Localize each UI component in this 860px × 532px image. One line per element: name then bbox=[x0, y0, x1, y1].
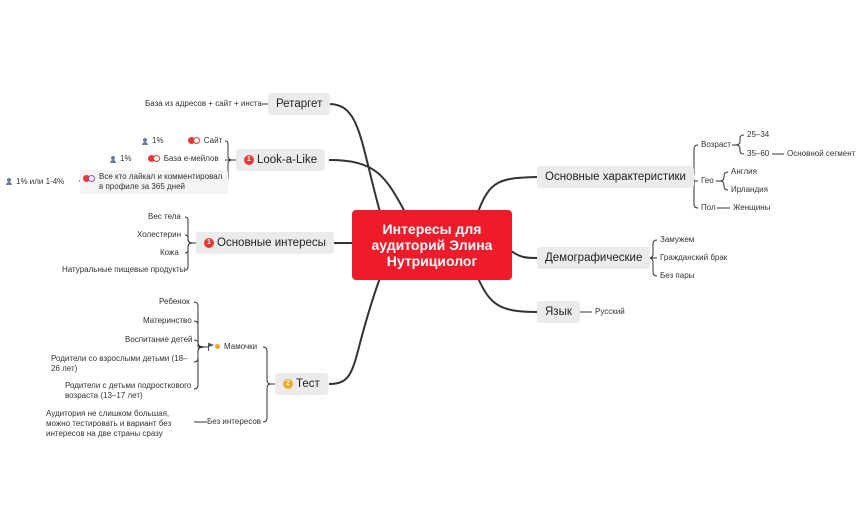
characteristic-geo[interactable]: Гео bbox=[701, 176, 714, 186]
lookalike-percent-range-label: 1% или 1-4% bbox=[16, 177, 65, 186]
gender-women[interactable]: Женщины bbox=[733, 203, 771, 213]
demographics-single[interactable]: Без пары bbox=[660, 271, 695, 281]
topic-retarget[interactable]: Ретаргет bbox=[268, 93, 331, 115]
interest-cholesterol[interactable]: Холестерин bbox=[137, 230, 181, 240]
topic-main-characteristics[interactable]: Основные характеристики bbox=[537, 166, 694, 188]
topic-demographics[interactable]: Демографические bbox=[537, 247, 651, 269]
user-icon bbox=[142, 137, 148, 145]
moms-teen-children[interactable]: Родители с детьми подросткового возраста… bbox=[65, 381, 192, 401]
age-25-34[interactable]: 25–34 bbox=[747, 130, 770, 140]
interest-skin[interactable]: Кожа bbox=[160, 248, 179, 258]
language-russian[interactable]: Русский bbox=[595, 307, 625, 317]
priority-1-icon: 1 bbox=[204, 237, 214, 248]
moms-parenting[interactable]: Воспитание детей bbox=[125, 335, 193, 345]
retarget-base[interactable]: База из адресов + сайт + инста bbox=[145, 99, 262, 109]
topic-interests-label: Основные интересы bbox=[217, 237, 326, 249]
user-icon bbox=[110, 155, 116, 163]
lookalike-likes[interactable]: Все кто лайкал и комментировал в профиле… bbox=[80, 170, 228, 194]
lookalike-emails-percent: 1% bbox=[120, 154, 132, 164]
geo-ireland[interactable]: Ирландия bbox=[731, 185, 768, 195]
moms-maternity[interactable]: Материнство bbox=[143, 316, 192, 326]
tag-pair-icon bbox=[147, 154, 160, 164]
flag-icon bbox=[208, 342, 220, 351]
topic-retarget-label: Ретаргет bbox=[276, 98, 323, 110]
topic-language[interactable]: Язык bbox=[537, 301, 580, 323]
root-topic[interactable]: Интересы для аудиторий Элина Нутрициолог bbox=[352, 210, 512, 280]
characteristic-gender[interactable]: Пол bbox=[701, 203, 716, 213]
topic-language-label: Язык bbox=[545, 306, 572, 318]
lookalike-emails[interactable]: 1% База е-мейлов bbox=[110, 154, 219, 165]
lookalike-site-percent: 1% bbox=[152, 136, 164, 146]
lookalike-emails-label: База е-мейлов bbox=[163, 154, 219, 164]
lookalike-percent-range: 1% или 1-4% bbox=[6, 177, 65, 187]
topic-test-label: Тест bbox=[296, 378, 320, 390]
topic-lookalike-label: Look-a-Like bbox=[257, 154, 318, 166]
characteristic-age[interactable]: Возраст bbox=[701, 140, 731, 150]
test-no-interests[interactable]: Без интересов bbox=[207, 417, 262, 427]
age-35-60[interactable]: 35–60 bbox=[747, 149, 770, 159]
lookalike-likes-label: Все кто лайкал и комментировал в профиле… bbox=[99, 172, 223, 191]
interest-natural-food[interactable]: Натуральные пищевые продукты bbox=[62, 265, 186, 275]
no-interests-note[interactable]: Аудитория не слишком большая, можно тест… bbox=[46, 409, 192, 439]
demographics-civil-marriage[interactable]: Гражданский брак bbox=[660, 253, 728, 263]
user-icon bbox=[6, 178, 12, 186]
age-main-segment[interactable]: Основной сегмент bbox=[787, 149, 856, 159]
moms-child[interactable]: Ребенок bbox=[159, 297, 190, 307]
test-moms[interactable]: Мамочки bbox=[208, 342, 258, 352]
root-topic-label: Интересы для аудиторий Элина Нутрициолог bbox=[371, 221, 493, 269]
tag-pair-icon bbox=[83, 174, 95, 184]
test-moms-label: Мамочки bbox=[224, 342, 258, 351]
geo-england[interactable]: Англия bbox=[731, 167, 757, 177]
lookalike-site[interactable]: 1% Сайт bbox=[142, 136, 223, 147]
moms-adult-children[interactable]: Родители со взрослыми детьми (18–26 лет) bbox=[51, 354, 191, 374]
priority-1-icon: 1 bbox=[244, 154, 254, 165]
priority-2-icon: 2 bbox=[283, 378, 293, 389]
demographics-married[interactable]: Замужем bbox=[660, 235, 695, 245]
lookalike-site-label: Сайт bbox=[203, 136, 223, 146]
interest-weight[interactable]: Вес тела bbox=[148, 212, 181, 222]
tag-pair-icon bbox=[187, 136, 200, 146]
topic-main-characteristics-label: Основные характеристики bbox=[545, 171, 686, 183]
topic-demographics-label: Демографические bbox=[545, 252, 643, 264]
